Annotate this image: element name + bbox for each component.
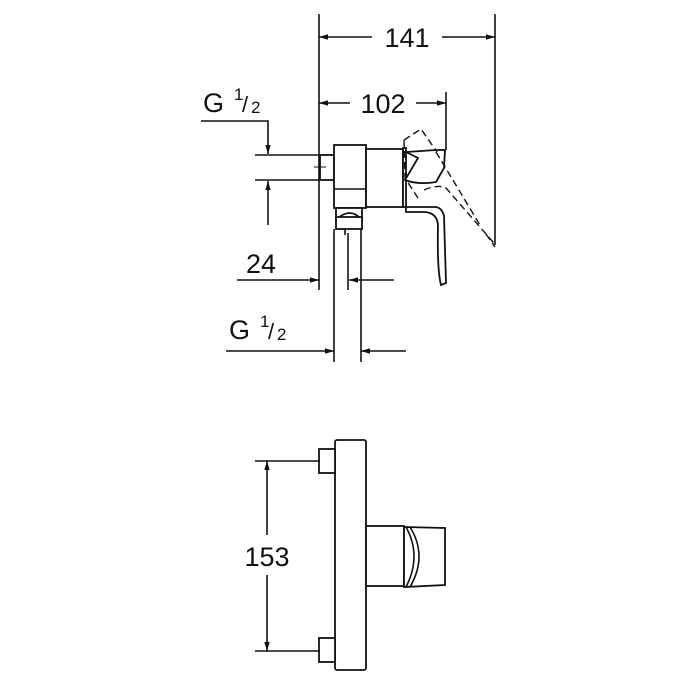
connection-bottom-denominator: 2: [277, 325, 286, 344]
valve-body: [333, 144, 367, 209]
mounting-plate: [334, 439, 367, 671]
connection-bottom-numerator: 1: [260, 312, 269, 331]
fraction-slash: /: [242, 92, 249, 117]
cartridge-front: [365, 525, 405, 587]
nut-top: [318, 448, 336, 474]
dim-141-label: 141: [384, 23, 429, 53]
connection-top-letter: G: [203, 88, 224, 118]
outlet-fitting: [335, 216, 363, 230]
lever-hub: [402, 149, 446, 185]
cartridge: [365, 148, 404, 208]
side-view: 141 102 G 1 / 2 24 G 1 /: [201, 14, 496, 362]
dim-24-label: 24: [246, 249, 276, 279]
connection-top-denominator: 2: [251, 98, 260, 117]
nut-bottom: [318, 637, 336, 663]
lever-handle: [405, 206, 447, 287]
lever-open-position-dashed: [403, 128, 496, 248]
lever-front: [403, 526, 446, 588]
lever-curve: [405, 526, 420, 588]
dim-153-label: 153: [244, 542, 289, 572]
connection-top-numerator: 1: [234, 85, 243, 104]
fraction-slash: /: [268, 319, 275, 344]
dim-102-label: 102: [360, 89, 405, 119]
connection-bottom-letter: G: [229, 315, 250, 345]
dim-leader-top: [201, 120, 271, 154]
front-view: 153: [244, 439, 446, 671]
